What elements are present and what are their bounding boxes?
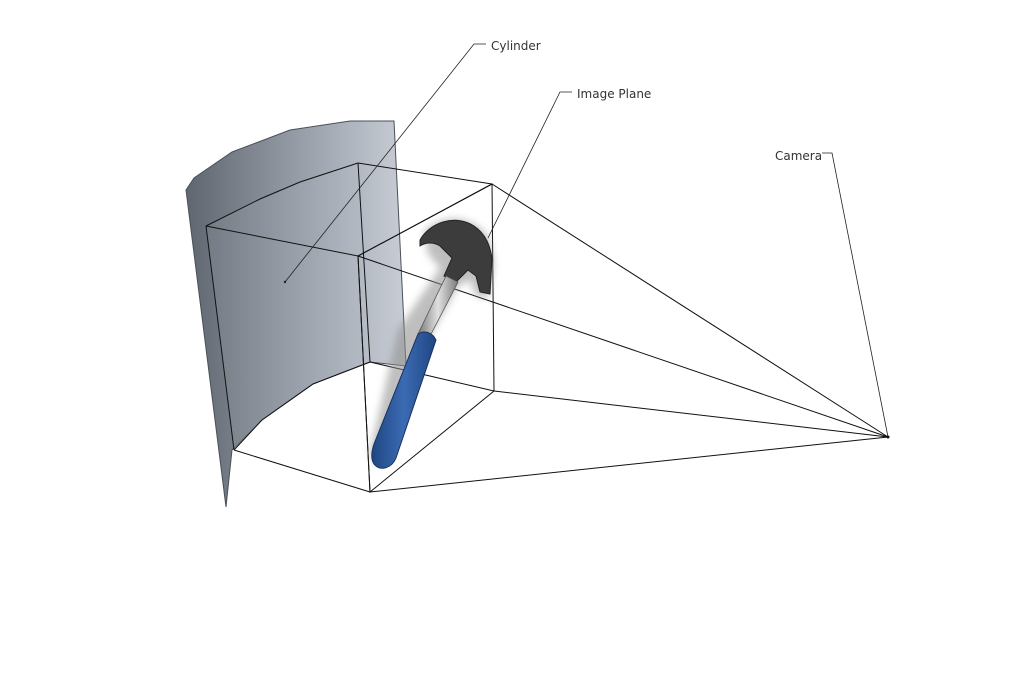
camera-callout: Camera	[775, 149, 889, 438]
cylinder-label: Cylinder	[491, 39, 541, 53]
image-plane-callout: Image Plane	[487, 87, 651, 239]
image-plane-label: Image Plane	[577, 87, 651, 101]
camera-label: Camera	[775, 149, 822, 163]
hammer-icon	[370, 218, 494, 469]
camera-point	[886, 435, 890, 439]
cylinder-callout: Cylinder	[283, 39, 541, 284]
